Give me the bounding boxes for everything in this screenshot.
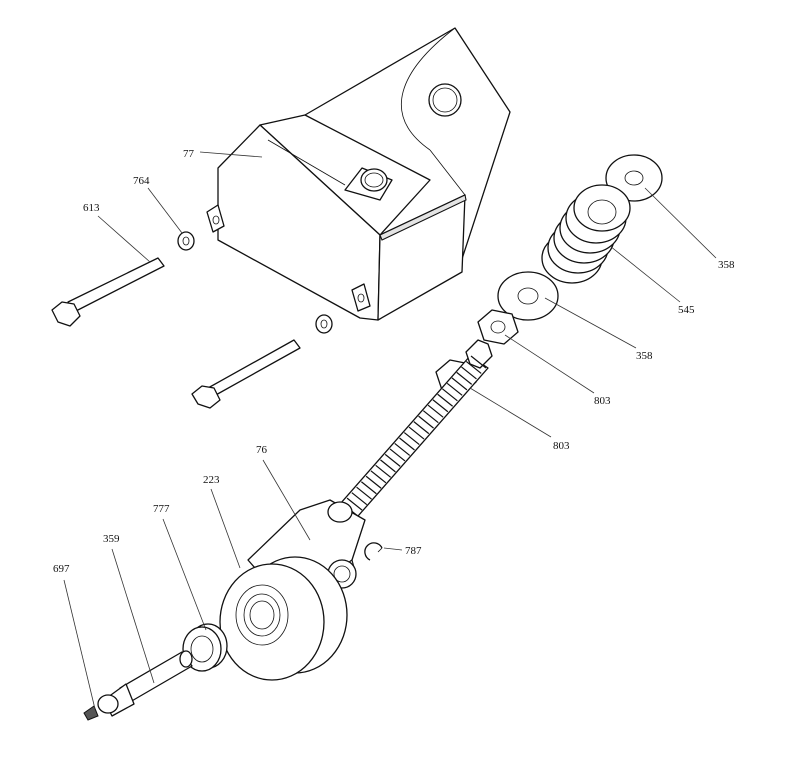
- bearing-part-777: [182, 623, 228, 672]
- thread-mark: [465, 360, 482, 374]
- callout-358-upper: 358: [718, 259, 735, 271]
- callout-359: 359: [103, 533, 120, 545]
- thread-mark: [418, 415, 434, 429]
- washer-part-764-upper: [177, 231, 195, 251]
- callout-777: 777: [153, 503, 170, 515]
- thread-mark: [451, 377, 468, 391]
- thread-mark: [360, 481, 377, 495]
- bracket-part-77: [206, 27, 511, 321]
- leader-lines: [63, 151, 717, 710]
- thread-mark: [370, 470, 387, 484]
- callout-labels: 77 764 613 358 545 358 803 803 76 223 77…: [53, 148, 735, 575]
- bolt-part-613-upper: [51, 257, 165, 327]
- thread-mark: [394, 442, 411, 456]
- thread-mark: [384, 453, 401, 467]
- thread-mark: [351, 492, 368, 506]
- thread-mark: [427, 404, 444, 418]
- callout-803-upper: 803: [594, 395, 611, 407]
- bolt-part-613-lower: [191, 339, 301, 409]
- spring-part-545: [541, 184, 631, 284]
- callout-787: 787: [405, 545, 422, 557]
- thread-mark: [422, 410, 439, 424]
- thread-mark: [432, 399, 449, 413]
- thread-mark: [375, 464, 392, 478]
- thread-mark: [470, 355, 487, 369]
- thread-mark: [365, 475, 382, 489]
- callout-545: 545: [678, 304, 695, 316]
- pulley-part-223: [219, 556, 348, 681]
- callout-764: 764: [133, 175, 150, 187]
- grease-nipple-part-697: [83, 694, 119, 721]
- thread-mark: [456, 371, 473, 385]
- thread-mark: [403, 432, 420, 446]
- callout-697: 697: [53, 563, 70, 575]
- thread-mark: [446, 382, 463, 396]
- thread-mark: [437, 393, 454, 407]
- washer-part-358-lower: [497, 271, 559, 321]
- thread-mark: [380, 459, 396, 473]
- thread-mark: [413, 421, 430, 435]
- circlip-part-787: [364, 542, 383, 561]
- thread-mark: [389, 448, 406, 462]
- callout-803-lower: 803: [553, 440, 570, 452]
- washer-part-764-lower: [315, 314, 333, 334]
- callout-223: 223: [203, 474, 220, 486]
- thread-mark: [356, 486, 372, 500]
- thread-mark: [408, 426, 425, 440]
- thread-mark: [346, 497, 363, 511]
- nut-part-803-upper: [477, 309, 519, 345]
- thread-mark: [461, 366, 477, 380]
- callout-77: 77: [183, 148, 195, 160]
- thread-mark: [399, 437, 415, 451]
- callout-76: 76: [256, 444, 268, 456]
- thread-mark: [442, 388, 458, 402]
- callout-358-lower: 358: [636, 350, 653, 362]
- callout-613: 613: [83, 202, 100, 214]
- threaded-rod: [325, 339, 493, 533]
- washer-part-358-upper: [605, 154, 663, 202]
